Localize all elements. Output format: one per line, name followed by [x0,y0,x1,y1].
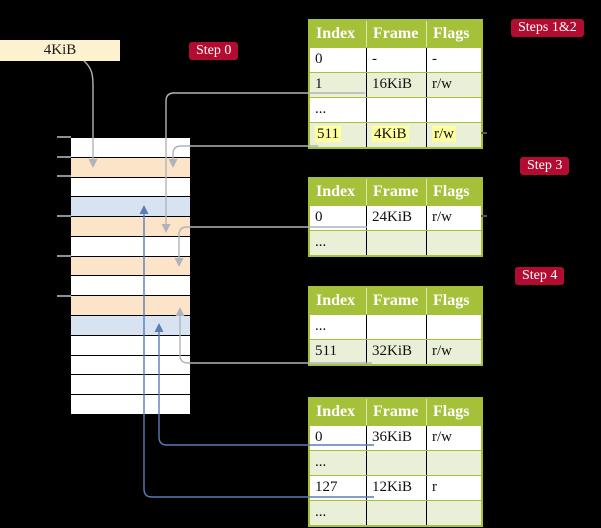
cell-index: ... [310,451,367,475]
badge-step-3: Step 3 [520,157,570,175]
page-table-step-4-lower: Index Frame Flags 0 36KiB r/w ... 127 12… [308,397,483,527]
highlighted-text: r/w [432,126,456,142]
cell-index: 0 [310,426,367,450]
table-row: 127 12KiB r [310,475,481,500]
memory-row [71,276,190,297]
column-header-frame: Frame [367,399,427,425]
table-header-row: Index Frame Flags [310,179,481,205]
cell-index: ... [310,315,367,339]
column-header-flags: Flags [433,403,470,420]
cell-index: ... [310,501,367,525]
cell-flags [427,231,481,255]
column-header-flags: Flags [433,183,470,200]
cell-frame: 16KiB [367,73,427,97]
table-row: ... [310,314,481,339]
table-row: ... [310,500,481,525]
table-row: 511 32KiB r/w [310,339,481,364]
memory-row [71,236,190,257]
cell-flags [427,98,481,122]
cell-flags: r/w [427,123,481,147]
cell-flags: r/w [432,429,452,445]
cell-frame [367,451,427,475]
table-row: 0 - - [310,47,481,72]
cell-flags [427,501,481,525]
frame-size-box: 4KiB [0,40,120,61]
cell-frame: 12KiB [367,476,427,500]
table-header-row: Index Frame Flags [310,21,481,47]
memory-row [71,138,190,158]
memory-boundary-tick [57,156,71,158]
cell-frame: 4KiB [367,123,427,147]
table-row: ... [310,230,481,255]
memory-row [71,197,190,218]
cell-index: 127 [310,476,367,500]
memory-row [71,177,190,198]
page-table-steps-1-2: Index Frame Flags 0 - - 1 16KiB r/w ... … [308,19,483,149]
column-header-flags: Flags [433,25,470,42]
table-header-row: Index Frame Flags [310,399,481,425]
column-header-flags: Flags [433,292,470,309]
memory-row [71,395,190,414]
cell-frame: 36KiB [367,426,427,450]
column-header-index: Index [310,399,367,425]
column-header-index: Index [310,179,367,205]
cell-frame [367,501,427,525]
cell-flags [427,451,481,475]
cell-index: ... [310,231,367,255]
page-table-step-3: Index Frame Flags 0 24KiB r/w ... [308,177,483,257]
table-row: ... [310,97,481,122]
badge-step-0: Step 0 [189,42,239,60]
memory-row [71,296,190,317]
cell-index: 0 [310,48,367,72]
table-row: 0 24KiB r/w [310,205,481,230]
physical-memory-column [70,137,191,415]
page-table-step-4-upper: Index Frame Flags ... 511 32KiB r/w [308,286,483,366]
table-row: 0 36KiB r/w [310,425,481,450]
memory-boundary-tick [57,136,71,138]
memory-row [71,355,190,376]
column-header-index: Index [310,21,367,47]
memory-boundary-tick [57,295,71,297]
memory-row [71,375,190,396]
cell-frame [367,98,427,122]
memory-row [71,316,190,336]
badge-step-4: Step 4 [515,267,565,285]
memory-boundary-tick [57,215,71,217]
table-row: 1 16KiB r/w [310,72,481,97]
cell-index: ... [310,98,367,122]
cell-flags [427,315,481,339]
cell-index: 0 [310,206,367,230]
badge-steps-1-2: Steps 1&2 [511,19,584,37]
cell-frame [367,231,427,255]
cell-flags: r/w [432,343,452,359]
table-row: ... [310,450,481,475]
arrow-entry511-4kib-to-frame [172,145,318,160]
table-header-row: Index Frame Flags [310,288,481,314]
cell-flags: r [432,479,437,495]
cell-frame [367,315,427,339]
memory-row [71,335,190,356]
column-header-index: Index [310,288,367,314]
highlighted-text: 4KiB [372,126,409,142]
memory-row [71,217,190,237]
cell-flags: r/w [432,209,452,225]
cell-frame: - [367,48,427,72]
table-row-highlighted: 511 4KiB r/w [310,122,481,147]
column-header-frame: Frame [367,179,427,205]
memory-row [71,256,190,277]
cell-index: 1 [310,73,367,97]
highlighted-text: 511 [315,126,341,142]
column-header-frame: Frame [367,288,427,314]
cell-index: 511 [310,123,367,147]
memory-row [71,157,190,178]
memory-boundary-tick [57,255,71,257]
cell-index: 511 [310,340,367,364]
cell-frame: 32KiB [367,340,427,364]
cell-flags: - [432,51,437,67]
cell-flags: r/w [432,76,452,92]
column-header-frame: Frame [367,21,427,47]
memory-boundary-tick [57,175,71,177]
cell-frame: 24KiB [367,206,427,230]
